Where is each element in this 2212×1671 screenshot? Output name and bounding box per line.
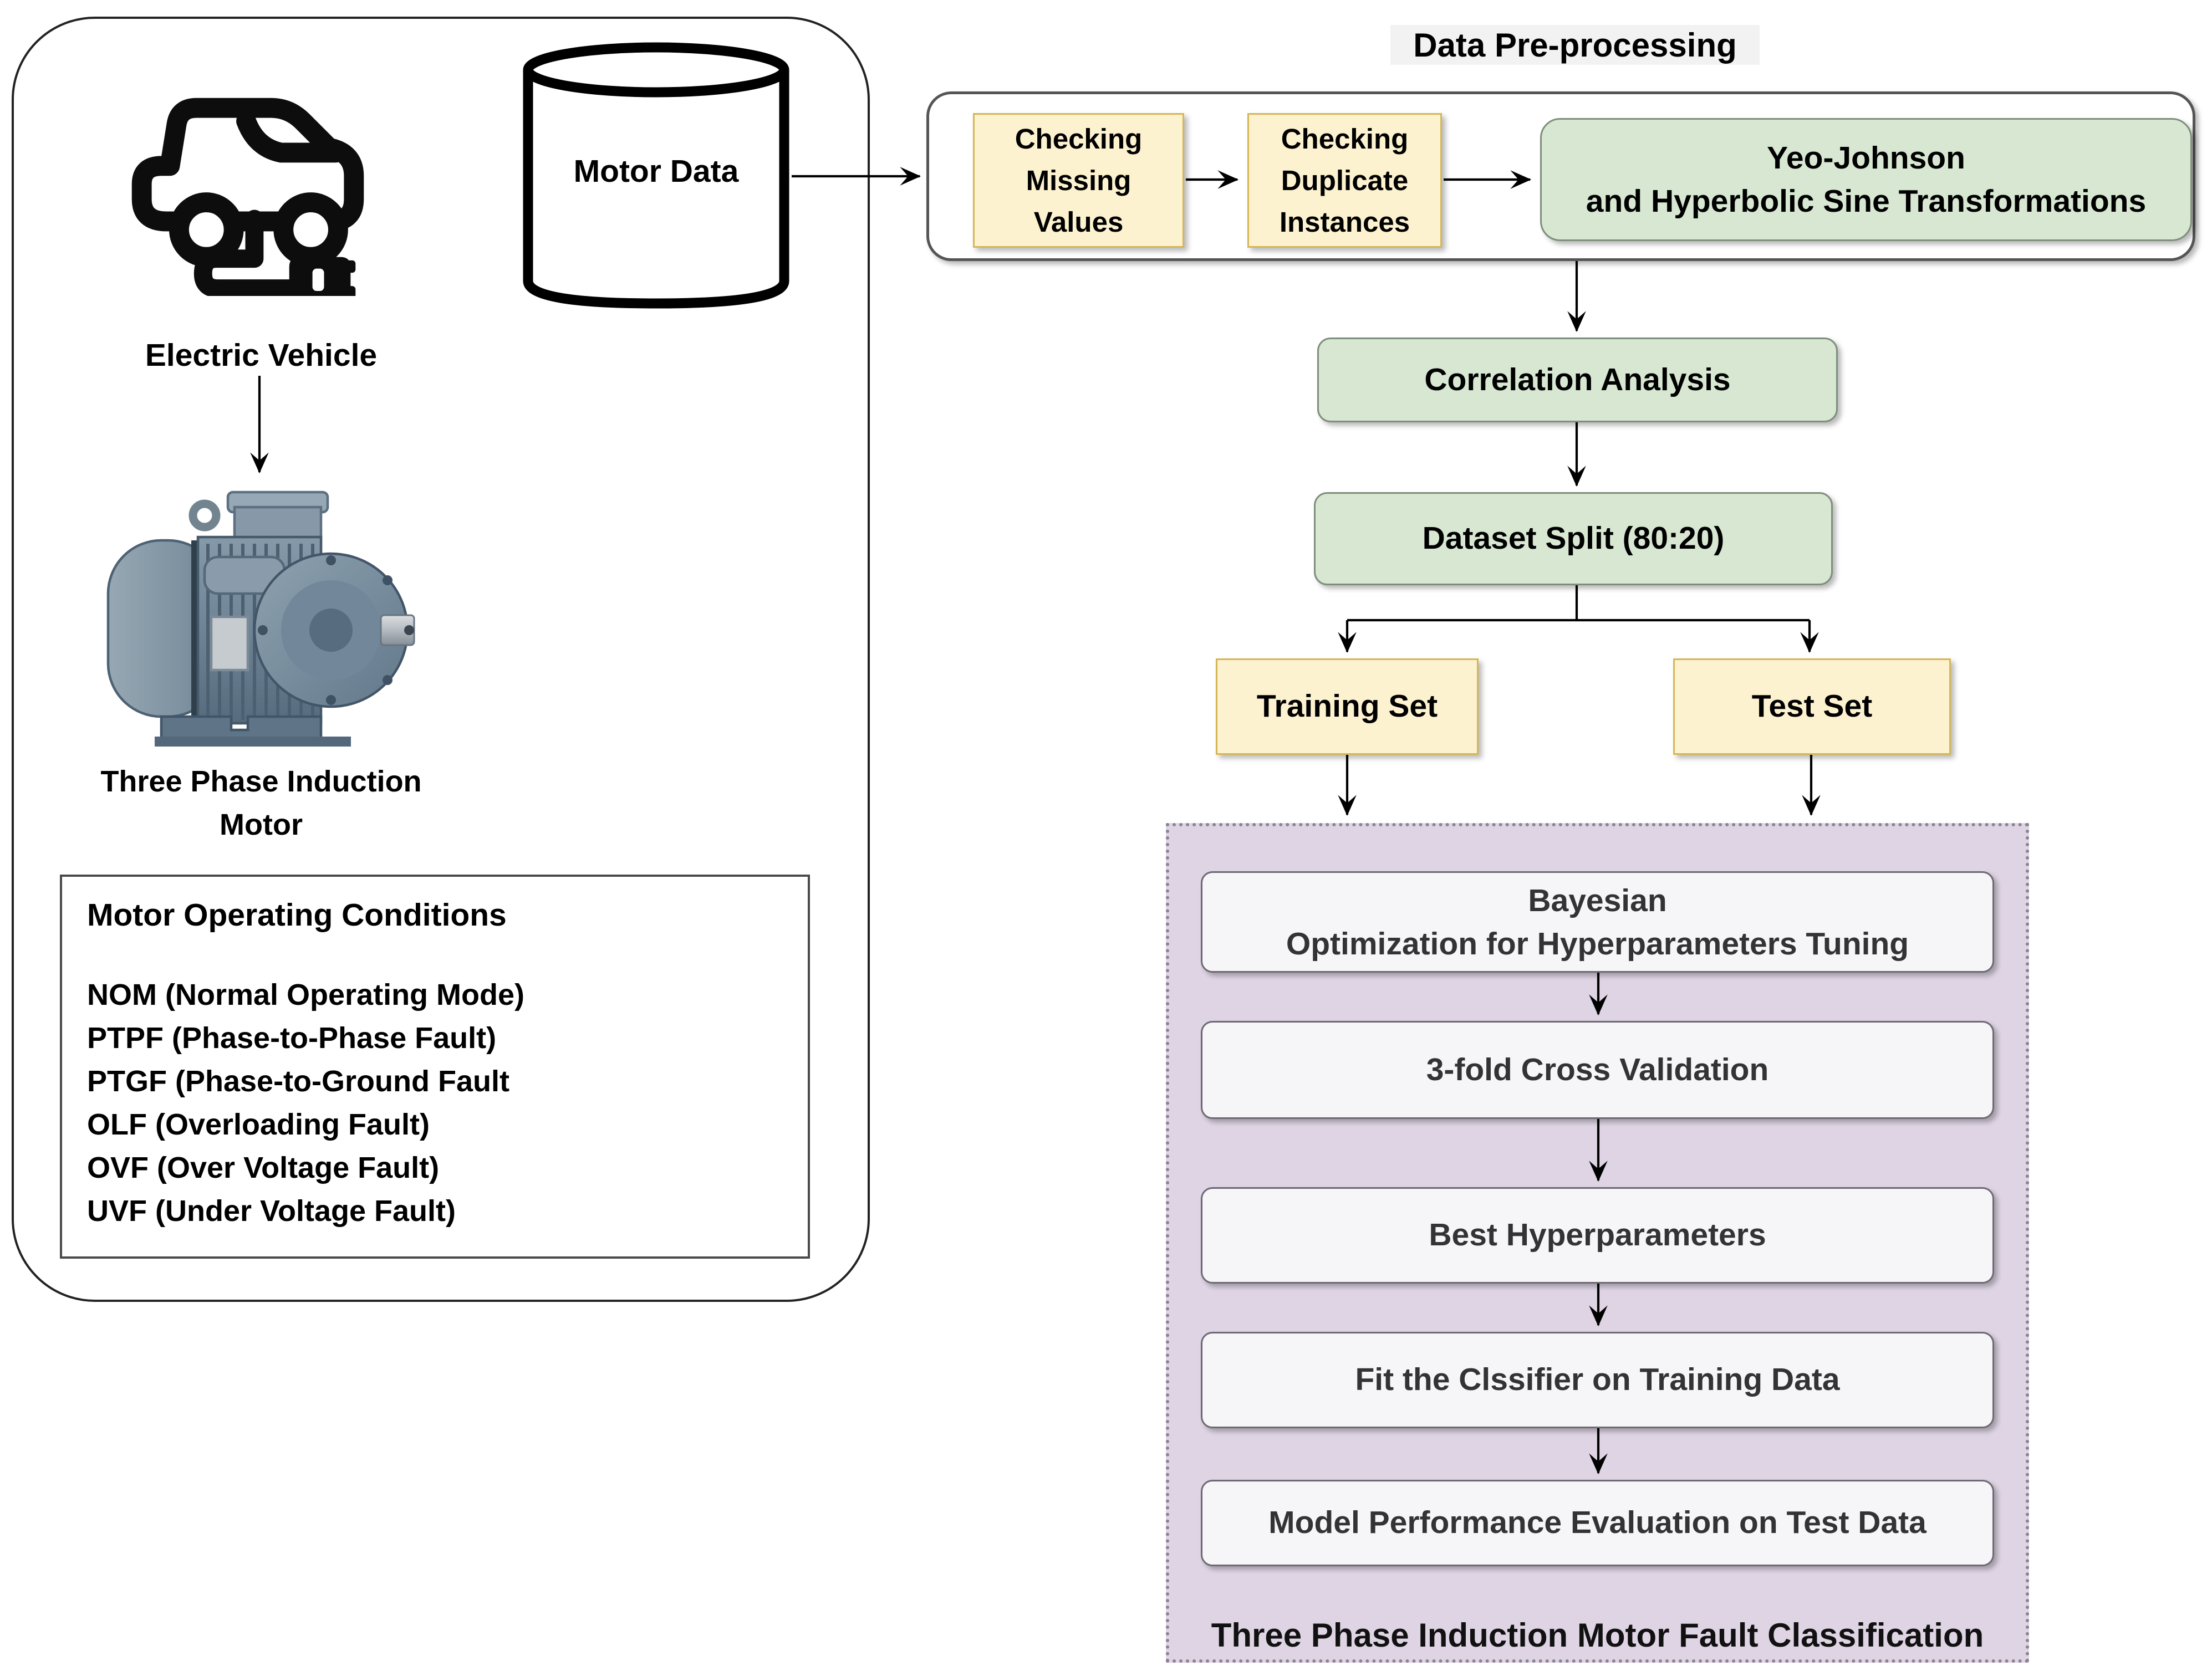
condition-item-ptgf: PTGF (Phase-to-Ground Fault (87, 1065, 509, 1098)
preprocessing-title: Data Pre-processing (1390, 25, 1760, 65)
step2-line1: Checking (1281, 123, 1409, 155)
electric-vehicle-icon (131, 98, 364, 296)
checking-duplicate-instances-box: Checking Duplicate Instances (1247, 113, 1442, 248)
step3-line1: Yeo-Johnson (1767, 140, 1965, 176)
best-hyperparameters-box: Best Hyperparameters (1201, 1187, 1994, 1284)
condition-item-olf: OLF (Overloading Fault) (87, 1108, 430, 1141)
dataset-split-box: Dataset Split (80:20) (1314, 492, 1833, 585)
yeo-johnson-box: Yeo-Johnson and Hyperbolic Sine Transfor… (1540, 118, 2192, 241)
checking-missing-values-box: Checking Missing Values (973, 113, 1184, 248)
step3-line2: and Hyperbolic Sine Transformations (1586, 183, 2147, 219)
database-label: Motor Data (573, 154, 739, 189)
bayesian-line1: Bayesian (1528, 882, 1667, 918)
test-set-box: Test Set (1673, 658, 1951, 755)
condition-item-nom: NOM (Normal Operating Mode) (87, 978, 525, 1011)
induction-motor-image (106, 490, 415, 747)
step1-line2: Missing (1026, 165, 1132, 196)
model-evaluation-box: Model Performance Evaluation on Test Dat… (1201, 1480, 1994, 1566)
bayesian-optimization-box: Bayesian Optimization for Hyperparameter… (1201, 871, 1994, 973)
correlation-analysis-box: Correlation Analysis (1317, 338, 1838, 422)
bayesian-line2: Optimization for Hyperparameters Tuning (1286, 926, 1909, 962)
step2-line2: Duplicate (1281, 165, 1409, 196)
conditions-list: NOM (Normal Operating Mode) PTPF (Phase-… (87, 973, 808, 1233)
motor-data-database-icon (523, 42, 789, 309)
motor-label-line2: Motor (220, 808, 303, 841)
fault-classification-caption: Three Phase Induction Motor Fault Classi… (1211, 1617, 1984, 1654)
condition-item-uvf: UVF (Under Voltage Fault) (87, 1194, 456, 1228)
training-set-box: Training Set (1216, 658, 1479, 755)
step1-line1: Checking (1015, 123, 1143, 155)
cross-validation-box: 3-fold Cross Validation (1201, 1021, 1994, 1119)
step2-line3: Instances (1279, 206, 1410, 238)
fit-classifier-box: Fit the Clssifier on Training Data (1201, 1332, 1994, 1428)
condition-item-ovf: OVF (Over Voltage Fault) (87, 1151, 440, 1184)
electric-vehicle-label: Electric Vehicle (145, 338, 378, 374)
step1-line3: Values (1033, 206, 1124, 238)
condition-item-ptpf: PTPF (Phase-to-Phase Fault) (87, 1021, 497, 1055)
conditions-title: Motor Operating Conditions (87, 897, 507, 933)
motor-label-line1: Three Phase Induction (100, 765, 422, 798)
motor-operating-conditions-box: Motor Operating Conditions NOM (Normal O… (60, 875, 810, 1259)
motor-label: Three Phase Induction Motor (45, 758, 477, 848)
